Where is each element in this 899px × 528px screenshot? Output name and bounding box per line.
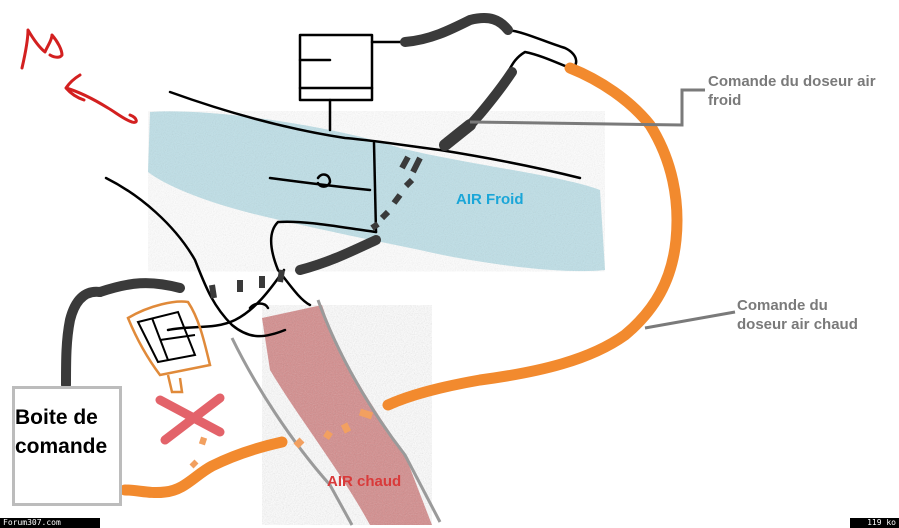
orange-cables xyxy=(119,62,683,499)
hot-air-control-label: Comande du doseur air chaud xyxy=(737,296,897,334)
orange-dashes xyxy=(189,408,374,469)
air-hot-label: AIR chaud xyxy=(327,473,402,490)
actuator-module xyxy=(126,300,212,394)
footer-size-badge: 119 ko xyxy=(850,518,899,528)
control-box-label-line1: Boite de xyxy=(15,406,98,429)
cold-air-control-label: Comande du doseur air froid xyxy=(708,72,898,110)
flap-dashes xyxy=(209,155,423,299)
hot-air-control-label-line2: doseur air chaud xyxy=(737,316,858,333)
remove-cross-icon xyxy=(155,393,225,445)
cold-air-control-label-line2: froid xyxy=(708,92,742,109)
footer-site-badge: Forum307.com xyxy=(0,518,100,528)
leader-lines xyxy=(469,88,736,330)
red-arrow-icon xyxy=(20,28,138,124)
cold-air-control-label-line1: Comande du doseur air xyxy=(708,73,876,90)
control-box-label-line2: comande xyxy=(15,435,108,458)
control-box xyxy=(12,386,122,506)
housing-lines xyxy=(104,28,582,338)
hot-air-control-label-line1: Comande du xyxy=(737,297,828,314)
control-box-label: Boite de comande xyxy=(15,403,145,461)
air-cold-label: AIR Froid xyxy=(456,191,524,208)
hot-duct-outline xyxy=(230,337,354,526)
